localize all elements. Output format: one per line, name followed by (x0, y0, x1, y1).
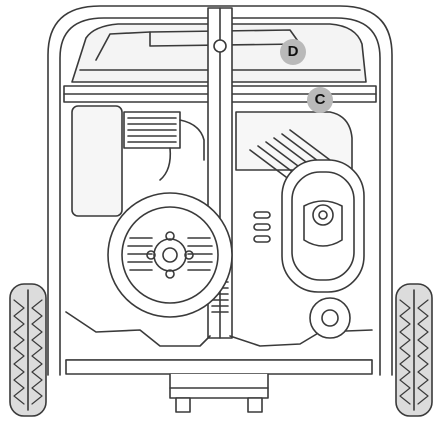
control-slots (253, 211, 271, 243)
callout-d-label: D (287, 43, 299, 60)
left-wheel (9, 283, 47, 417)
air-filter-cover (281, 159, 365, 293)
callout-d-marker (280, 39, 306, 65)
callout-c-marker (307, 87, 333, 113)
base-cradle (65, 297, 373, 375)
engine-block (235, 111, 353, 181)
callout-c-label: C (314, 91, 326, 108)
callout-markers (280, 39, 333, 113)
recoil-starter (107, 192, 233, 318)
support-feet (169, 373, 269, 413)
muffler-housing (71, 105, 205, 217)
right-wheel (395, 283, 433, 417)
starter-vents (127, 237, 213, 271)
